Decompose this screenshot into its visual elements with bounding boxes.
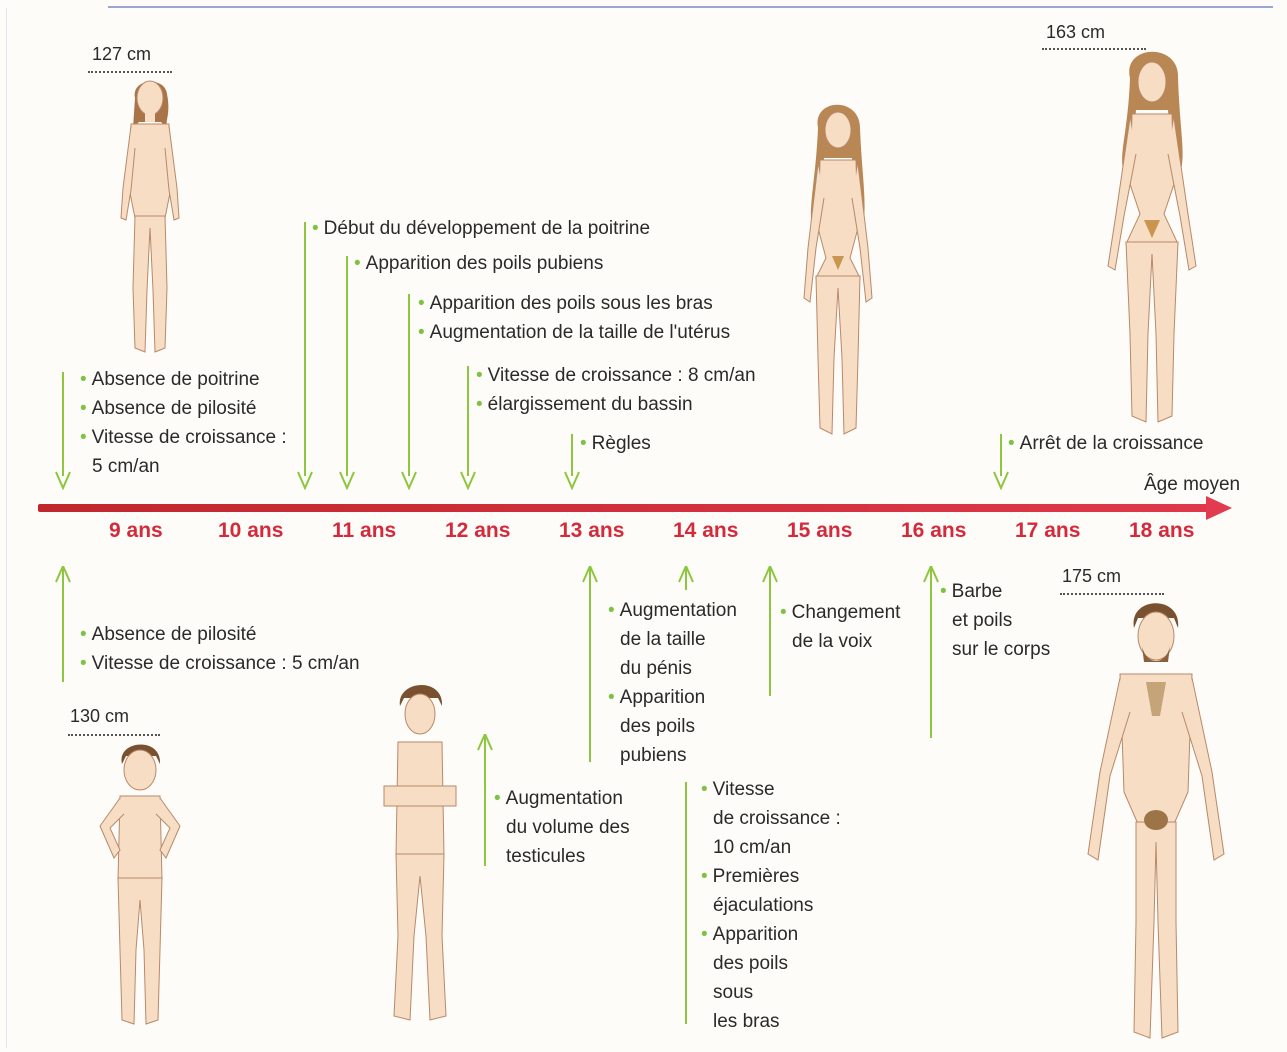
boy-event-14: Vitesse de croissance : 10 cm/an Premièr… <box>701 775 841 1036</box>
girl-15-figure <box>788 98 888 443</box>
girl-arrow-11b <box>400 294 418 490</box>
boy-arrow-13 <box>581 566 599 762</box>
event-item: du pénis <box>608 654 737 683</box>
height-boy-9: 130 cm <box>70 706 129 727</box>
event-item: de croissance : <box>701 804 841 833</box>
age-label-17: 17 ans <box>1015 519 1080 543</box>
event-item: de la voix <box>780 627 900 656</box>
event-item: les bras <box>701 1007 841 1036</box>
height-girl-9: 127 cm <box>92 44 151 65</box>
girl-event-17: Arrêt de la croissance <box>1008 429 1203 458</box>
event-item: Règles <box>580 429 651 458</box>
girl-9-figure <box>105 68 195 360</box>
height-woman-18-line <box>1042 48 1146 50</box>
boy-event-15: Changement de la voix <box>780 598 900 656</box>
event-item: Augmentation <box>494 784 630 813</box>
event-item: sur le corps <box>940 635 1050 664</box>
height-boy-9-line <box>68 734 160 736</box>
boy-event-12: Augmentation du volume des testicules <box>494 784 630 871</box>
event-item: Vitesse de croissance : 8 cm/an <box>476 361 756 390</box>
boy-9-figure <box>80 730 200 1030</box>
event-item: testicules <box>494 842 630 871</box>
left-rule <box>6 8 7 1048</box>
age-label-13: 13 ans <box>559 519 624 543</box>
event-item: Absence de poitrine <box>80 365 287 394</box>
boy-event-13: Augmentation de la taille du pénis Appar… <box>608 596 737 770</box>
timeline-arrowhead <box>1206 496 1232 520</box>
event-item: Augmentation de la taille de l'utérus <box>418 318 730 347</box>
girl-arrow-10 <box>296 222 314 490</box>
event-item: Absence de pilosité <box>80 394 287 423</box>
event-item: de la taille <box>608 625 737 654</box>
axis-title: Âge moyen <box>1144 474 1240 496</box>
girl-arrow-9 <box>54 372 72 490</box>
girl-event-9: Absence de poitrine Absence de pilosité … <box>80 365 287 481</box>
height-girl-9-line <box>88 71 172 73</box>
event-item: 10 cm/an <box>701 833 841 862</box>
event-item: pubiens <box>608 741 737 770</box>
girl-event-12: Vitesse de croissance : 8 cm/an élargiss… <box>476 361 756 419</box>
event-item: Apparition des poils sous les bras <box>418 289 730 318</box>
event-item: Vitesse de croissance : <box>80 423 287 452</box>
event-item: Changement <box>780 598 900 627</box>
event-item: et poils <box>940 606 1050 635</box>
height-woman-18: 163 cm <box>1046 22 1105 43</box>
girl-event-11b: Apparition des poils sous les bras Augme… <box>418 289 730 347</box>
boy-event-9: Absence de pilosité Vitesse de croissanc… <box>80 620 360 678</box>
event-item: Vitesse <box>701 775 841 804</box>
event-item: Premières <box>701 862 841 891</box>
height-man-18: 175 cm <box>1062 566 1121 587</box>
event-item: Début du développement de la poitrine <box>312 214 650 243</box>
girl-arrow-11 <box>338 256 356 490</box>
boy-arrow-16 <box>922 566 940 738</box>
boy-arrow-12 <box>476 734 494 866</box>
girl-event-11: Apparition des poils pubiens <box>354 249 603 278</box>
man-18-figure <box>1070 592 1240 1044</box>
event-item: du volume des <box>494 813 630 842</box>
boy-12-figure <box>370 676 470 1028</box>
event-item: des poils <box>701 949 841 978</box>
top-rule <box>108 6 1273 8</box>
boy-arrow-15 <box>761 566 779 696</box>
event-item: Apparition des poils pubiens <box>354 249 603 278</box>
event-item: Augmentation <box>608 596 737 625</box>
girl-arrow-13 <box>563 434 581 490</box>
age-label-11: 11 ans <box>332 519 396 543</box>
girl-event-13: Règles <box>580 429 651 458</box>
age-label-16: 16 ans <box>901 519 966 543</box>
age-label-14: 14 ans <box>673 519 738 543</box>
age-label-15: 15 ans <box>787 519 852 543</box>
girl-arrow-12 <box>459 366 477 490</box>
event-item: éjaculations <box>701 891 841 920</box>
event-item: Apparition <box>608 683 737 712</box>
age-label-10: 10 ans <box>218 519 283 543</box>
event-item: 5 cm/an <box>80 452 287 481</box>
event-item: des poils <box>608 712 737 741</box>
event-item: sous <box>701 978 841 1007</box>
height-man-18-line <box>1060 593 1164 595</box>
woman-18-figure <box>1096 44 1206 429</box>
boy-event-16: Barbe et poils sur le corps <box>940 577 1050 664</box>
event-item: Vitesse de croissance : 5 cm/an <box>80 649 360 678</box>
boy-arrow-9 <box>54 566 72 682</box>
age-label-9: 9 ans <box>109 519 163 543</box>
event-item: Absence de pilosité <box>80 620 360 649</box>
event-item: élargissement du bassin <box>476 390 756 419</box>
age-label-18: 18 ans <box>1129 519 1194 543</box>
event-item: Barbe <box>940 577 1050 606</box>
age-label-12: 12 ans <box>445 519 510 543</box>
girl-event-10: Début du développement de la poitrine <box>312 214 650 243</box>
event-item: Apparition <box>701 920 841 949</box>
event-item: Arrêt de la croissance <box>1008 429 1203 458</box>
age-timeline <box>38 504 1216 512</box>
